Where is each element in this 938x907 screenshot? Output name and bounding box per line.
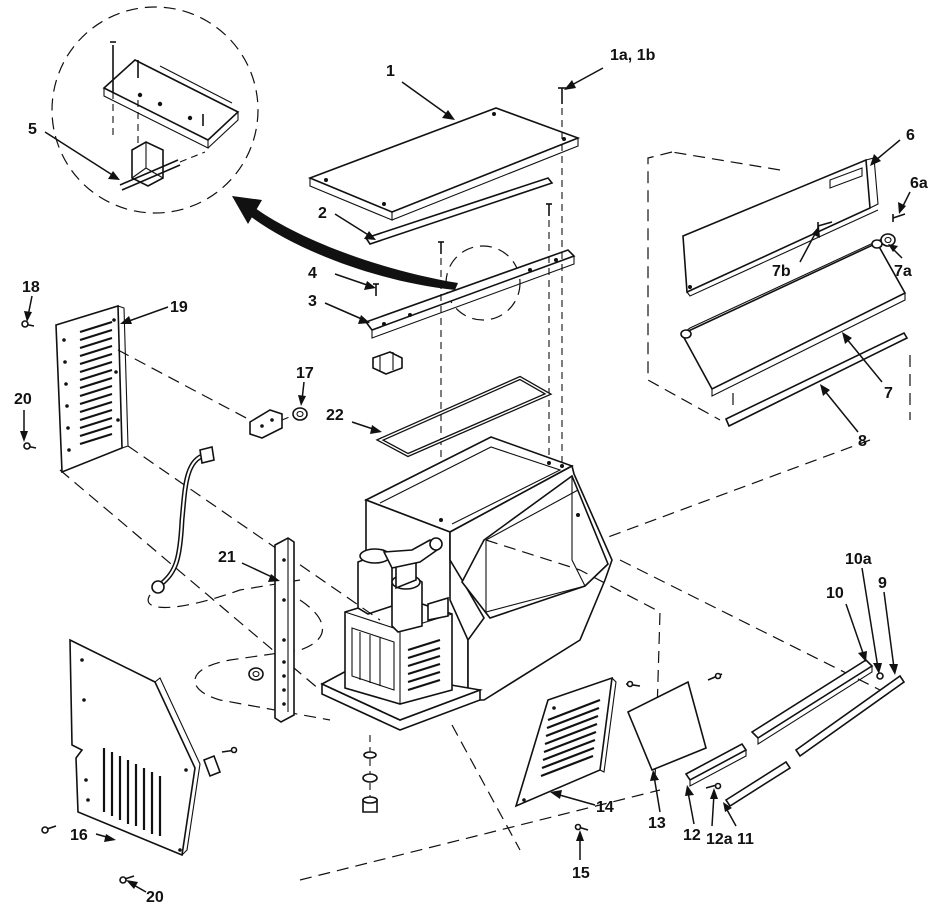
callout-7: 7 <box>884 385 893 402</box>
callout-15: 15 <box>572 865 590 882</box>
gasket-strip-item-2 <box>364 177 554 245</box>
callout-10a: 10a <box>845 551 872 568</box>
callout-10: 10 <box>826 585 844 602</box>
louvered-panel-item-14 <box>514 676 617 808</box>
callout-7b: 7b <box>772 263 791 280</box>
callout-20-bottom: 20 <box>146 889 164 906</box>
callout-22: 22 <box>326 407 344 424</box>
hose <box>151 446 215 594</box>
cabinet-body <box>320 436 613 731</box>
callout-13: 13 <box>648 815 666 832</box>
hose-dash <box>147 579 331 721</box>
bracket-item-17 <box>249 407 308 439</box>
callout-labels: 1 1a, 1b 2 3 4 5 6 6a 7 7a 7b 8 9 10 10a… <box>14 47 928 906</box>
rail-item-10 <box>750 658 884 745</box>
callout-8: 8 <box>858 433 867 450</box>
mounting-rail-item-3 <box>364 249 576 375</box>
callout-12: 12 <box>683 827 701 844</box>
top-cover-item-1 <box>307 107 581 221</box>
callout-4: 4 <box>308 265 317 282</box>
callout-6a: 6a <box>910 175 928 192</box>
panel-item-13 <box>625 680 707 772</box>
callout-18: 18 <box>22 279 40 296</box>
detail-view-item-5 <box>51 6 259 214</box>
base-hardware <box>362 735 378 813</box>
strip-item-9 <box>794 674 906 758</box>
callout-1: 1 <box>386 63 395 80</box>
callout-1a-1b: 1a, 1b <box>610 47 656 64</box>
callout-7a: 7a <box>894 263 912 280</box>
callout-5: 5 <box>28 121 37 138</box>
screws-bottom-left <box>41 825 135 884</box>
side-panel-item-16 <box>69 638 238 857</box>
front-panel-item-6 <box>682 157 879 297</box>
bracket-item-21 <box>248 537 295 723</box>
floor-outline <box>299 539 881 881</box>
screws-top <box>373 87 566 530</box>
callout-16: 16 <box>70 827 88 844</box>
callout-12a: 12a <box>706 831 733 848</box>
screws-bottom-right <box>574 672 723 831</box>
callout-14: 14 <box>596 799 614 816</box>
strip-item-11 <box>724 760 792 808</box>
right-group-outline <box>599 151 911 541</box>
callout-20-top: 20 <box>14 391 32 408</box>
shelf-item-7 <box>680 237 907 397</box>
gasket-loop-item-22 <box>375 375 553 458</box>
callout-21: 21 <box>218 549 236 566</box>
right-hardware <box>817 213 906 247</box>
callout-17: 17 <box>296 365 314 382</box>
leader-lines <box>20 67 911 893</box>
callout-2: 2 <box>318 205 327 222</box>
detail-arrow <box>232 196 521 321</box>
louvered-panel-item-19 <box>55 304 129 474</box>
callout-19: 19 <box>170 299 188 316</box>
callout-6: 6 <box>906 127 915 144</box>
screws-left <box>21 320 37 450</box>
rail-item-12 <box>684 742 748 787</box>
left-panel-dash <box>59 349 381 691</box>
callout-11: 11 <box>737 831 754 848</box>
callout-3: 3 <box>308 293 317 310</box>
callout-9: 9 <box>878 575 887 592</box>
